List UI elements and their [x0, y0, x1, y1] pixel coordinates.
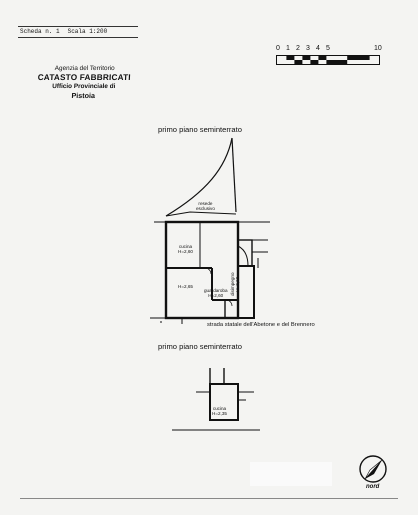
scale-tick-2: 2 [296, 45, 300, 52]
room-cucina-lower-name: cucina [212, 406, 227, 411]
scale-tick-5: 5 [326, 45, 330, 52]
scale-tick-1: 1 [286, 45, 290, 52]
sheet-header: Scheda n. 1 Scala 1:200 [18, 26, 138, 38]
room-cucina-lower: cucina H=2,35 [212, 406, 227, 416]
room-lower-left-height: H=2,65 [178, 284, 193, 289]
room-cucina-upper-name: cucina [178, 244, 193, 249]
scale-tick-4: 4 [316, 45, 320, 52]
plan-caption-lower: primo piano seminterrato [158, 342, 242, 351]
north-arrow-icon [359, 455, 387, 483]
room-guardaroba: guardaroba H=2,60 [204, 288, 228, 298]
scale-tick-0: 0 [276, 45, 280, 52]
room-disimpegno: disimpegno H=2,60 [230, 273, 240, 297]
room-lower-left: H=2,65 [178, 284, 193, 289]
room-cucina-lower-height: H=2,35 [212, 411, 227, 416]
blank-stamp-area [250, 462, 332, 486]
scale-bar-labels: 0 1 2 3 4 5 10 [276, 45, 386, 54]
room-guardaroba-height: H=2,60 [208, 293, 224, 298]
north-label: nord [366, 484, 380, 490]
room-resede-name: resede [198, 201, 213, 206]
plan-caption-upper: primo piano seminterrato [158, 125, 242, 134]
room-cucina-upper-height: H=2,60 [178, 249, 193, 254]
sheet-scale: Scala 1:200 [67, 28, 108, 35]
sheet-number: Scheda n. 1 [20, 28, 60, 35]
room-cucina-upper: cucina H=2,60 [178, 244, 193, 254]
bottom-border-line [20, 498, 398, 499]
room-disimpegno-height: H=2,60 [235, 276, 240, 292]
room-resede: resede esclusivo [196, 201, 215, 211]
room-resede-sub: esclusivo [196, 206, 215, 211]
room-guardaroba-name: guardaroba [204, 288, 228, 293]
road-label: strada statale dell'Abetone e del Brenne… [207, 322, 315, 328]
scale-tick-3: 3 [306, 45, 310, 52]
scale-tick-10: 10 [374, 45, 382, 52]
scale-bar [276, 55, 380, 65]
